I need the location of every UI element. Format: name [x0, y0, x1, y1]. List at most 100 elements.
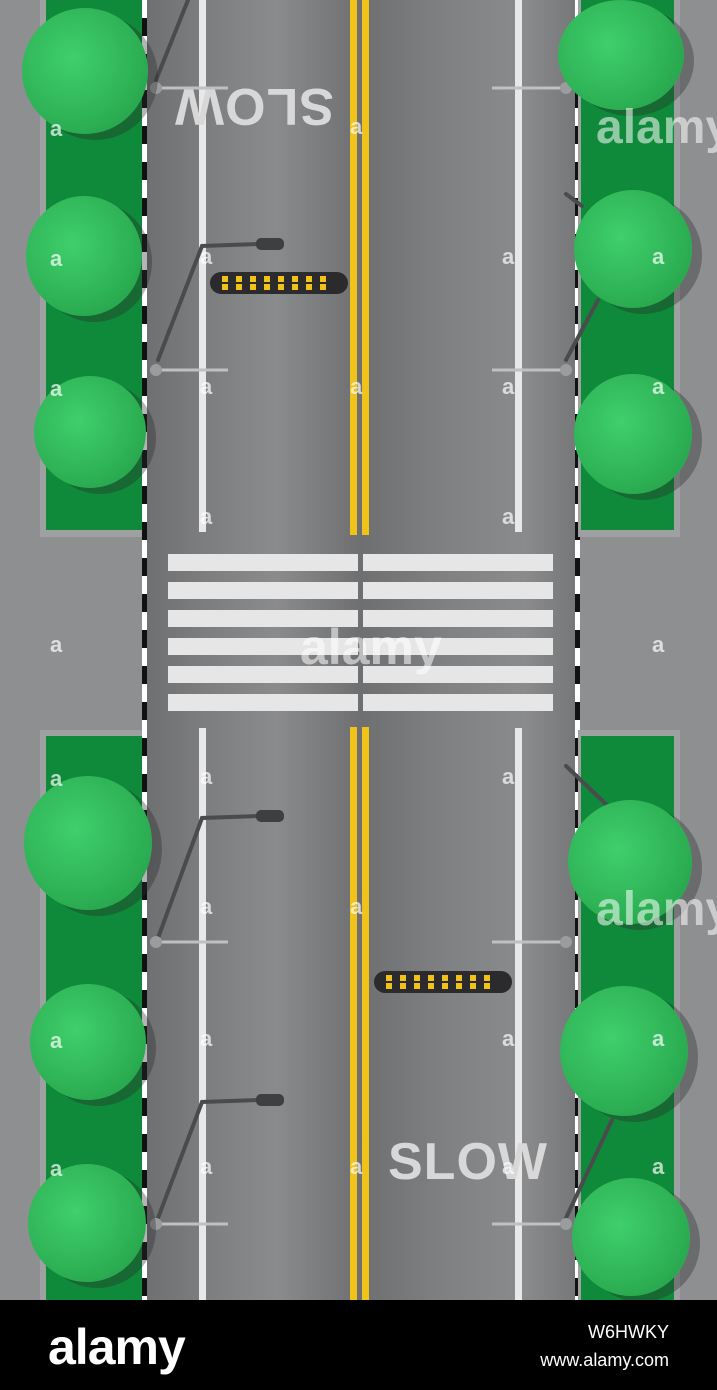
watermark-mark: a: [50, 246, 63, 271]
crosswalk-stripe: [168, 666, 358, 683]
bump-light: [264, 276, 270, 282]
crosswalk-stripe: [168, 694, 358, 711]
watermark-mark: a: [502, 504, 515, 529]
bump-light: [456, 975, 462, 981]
lamp-base: [150, 1218, 162, 1230]
bump-light: [236, 276, 242, 282]
footer-image-id: W6HWKY: [588, 1322, 669, 1342]
bump-light: [222, 276, 228, 282]
crosswalk-stripe: [363, 666, 553, 683]
lamp-head: [256, 238, 284, 250]
speed-bump-bottom: [374, 971, 512, 993]
bump-light: [320, 276, 326, 282]
tree: [574, 374, 692, 494]
watermark-mark: a: [502, 374, 515, 399]
tree: [26, 196, 142, 316]
lamp-pole-right-1: [564, 298, 600, 362]
left-lane-line-top: [199, 0, 206, 532]
crosswalk-stripe: [363, 610, 553, 627]
bump-light: [278, 276, 284, 282]
watermark-mark: a: [200, 1154, 213, 1179]
watermark-mark: a: [200, 1026, 213, 1051]
watermark-mark: a: [502, 244, 515, 269]
center-line-bottom-a: [350, 727, 357, 1300]
tree: [28, 1164, 146, 1282]
street-lamps: [150, 0, 614, 1230]
watermark-mark: a: [502, 764, 515, 789]
center-line-bottom-b: [362, 727, 369, 1300]
left-curb: [142, 0, 147, 1300]
footer-bar: alamy W6HWKY www.alamy.com: [0, 1300, 717, 1390]
street-illustration: SLOW SLOW: [0, 0, 717, 1300]
bump-light: [306, 276, 312, 282]
footer-site-link[interactable]: www.alamy.com: [540, 1350, 669, 1370]
lamp-pole-left-4: [156, 1098, 260, 1220]
lamp-pole-right-3: [564, 764, 612, 810]
watermark-mark: a: [50, 1156, 63, 1181]
bump-light: [442, 975, 448, 981]
bump-light: [264, 284, 270, 290]
watermark-mark: a: [652, 244, 665, 269]
bump-light: [292, 276, 298, 282]
bump-light: [414, 975, 420, 981]
tree: [558, 0, 684, 110]
bump-light: [292, 284, 298, 290]
tree: [568, 800, 692, 924]
watermark-mark: a: [350, 1154, 363, 1179]
watermark-right-bottom: alamy: [596, 883, 717, 936]
watermark-mark: a: [50, 1028, 63, 1053]
lamp-base: [560, 1218, 572, 1230]
watermark-mark: a: [652, 632, 665, 657]
watermark-mark: a: [502, 1154, 515, 1179]
center-line-top-b: [362, 0, 369, 535]
tree: [22, 8, 148, 134]
crosswalk-stripe: [363, 694, 553, 711]
bump-light: [428, 975, 434, 981]
lamp-pole-right-4: [564, 1118, 614, 1220]
crosswalk: [168, 554, 553, 712]
watermark-mark: a: [200, 374, 213, 399]
crosswalk-stripe: [168, 638, 358, 655]
watermark-mark: a: [200, 764, 213, 789]
bump-light: [428, 983, 434, 989]
crosswalk-stripe: [168, 610, 358, 627]
lamp-base: [560, 936, 572, 948]
lamp-pole-left-3: [156, 814, 260, 940]
footer-logo: alamy: [48, 1319, 186, 1375]
watermark-mark: a: [350, 114, 363, 139]
bump-light: [386, 983, 392, 989]
watermark-mark: a: [350, 894, 363, 919]
bump-light: [414, 983, 420, 989]
bump-light: [470, 983, 476, 989]
bump-light: [470, 975, 476, 981]
crosswalk-stripe: [363, 554, 553, 571]
lamp-pole-right-2: [564, 192, 584, 208]
lamp-base: [560, 364, 572, 376]
tree: [572, 1178, 690, 1296]
right-lane-line-top: [515, 0, 522, 532]
watermark-mark: a: [200, 244, 213, 269]
tree: [560, 986, 688, 1116]
tree: [574, 190, 692, 308]
watermark-mark: a: [200, 894, 213, 919]
bump-light: [250, 284, 256, 290]
bump-light: [484, 983, 490, 989]
lamp-head: [256, 810, 284, 822]
bump-light: [400, 983, 406, 989]
bump-light: [236, 284, 242, 290]
lamp-pole-left-2: [156, 242, 260, 362]
bump-light: [400, 975, 406, 981]
crosswalk-stripe: [168, 554, 358, 571]
tree: [30, 984, 146, 1100]
bump-light: [386, 975, 392, 981]
bump-light: [222, 284, 228, 290]
bump-light: [484, 975, 490, 981]
lamp-base: [150, 82, 162, 94]
watermark-mark: a: [652, 1154, 665, 1179]
speed-bump-top: [210, 272, 348, 294]
bump-light: [306, 284, 312, 290]
watermark-mark: a: [50, 116, 63, 141]
lamp-head: [256, 1094, 284, 1106]
tree: [34, 376, 146, 488]
bump-light: [456, 983, 462, 989]
